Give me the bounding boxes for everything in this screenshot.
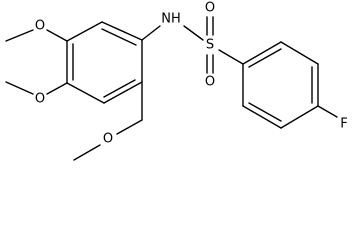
ether-oxygen-label: O [103, 132, 113, 147]
ring-bond [242, 41, 282, 65]
ring-bond [103, 81, 143, 104]
ring-inner-double-bond [248, 48, 282, 68]
ether-bond [116, 119, 143, 135]
fluorine-label: F [340, 117, 347, 132]
right-benzene-ring [242, 41, 319, 129]
ring-bond [66, 21, 103, 42]
ring-bond [242, 105, 282, 129]
s-c-bond [218, 49, 244, 65]
methoxy-bond [46, 82, 68, 95]
methoxy-oxygen-label: O [35, 19, 45, 34]
structural-formula: O O O NH S O O F [5, 1, 348, 161]
sulfonyl-oxygen-label: O [205, 1, 215, 16]
methoxy-oxygen-label: O [35, 92, 45, 107]
ring-inner-double-bond [101, 28, 137, 46]
ring-bond [66, 82, 105, 104]
methyl-bond [73, 144, 101, 161]
methoxy-bond [46, 29, 68, 42]
methyl-bond [5, 81, 34, 95]
ring-bond [280, 105, 319, 129]
ring-inner-double-bond [248, 102, 282, 122]
n-s-bond [183, 25, 204, 41]
sulfur-label: S [206, 38, 214, 53]
sulfonyl-oxygen-label: O [205, 75, 215, 90]
c-f-bond [317, 105, 338, 118]
left-benzene-ring [66, 21, 143, 104]
nh-group-label: NH [161, 12, 181, 27]
ring-bond [280, 41, 319, 65]
ring-inner-double-bond [103, 79, 136, 98]
methyl-bond [5, 29, 34, 42]
amine-bond [141, 25, 161, 41]
ring-bond [101, 21, 143, 41]
